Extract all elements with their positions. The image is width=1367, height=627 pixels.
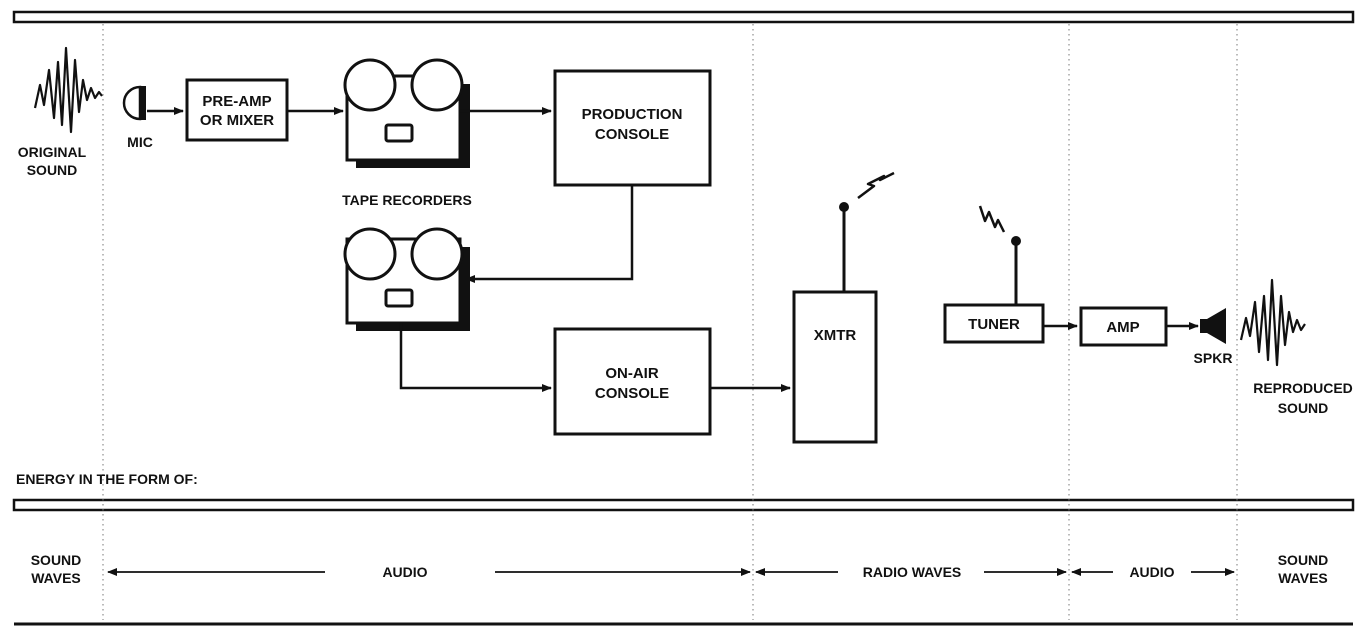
xmtr-radio-emission-icon — [858, 173, 894, 198]
preamp-box — [187, 80, 287, 140]
mic-label: MIC — [127, 134, 153, 150]
sound-waves-left-label-line2: WAVES — [31, 570, 81, 586]
reproduced-sound-label-line2: SOUND — [1278, 400, 1329, 416]
spkr-label: SPKR — [1194, 350, 1233, 366]
top-border-bar — [14, 12, 1353, 22]
preamp-label-line1: PRE-AMP — [202, 93, 271, 110]
onair-console-label-line2: CONSOLE — [595, 385, 669, 402]
original-sound-waveform-icon — [35, 48, 102, 132]
sound-waves-left-label-line1: SOUND — [31, 552, 82, 568]
tape-recorders-label: TAPE RECORDERS — [342, 192, 472, 208]
xmtr-box — [794, 292, 876, 442]
production-console-label-line1: PRODUCTION — [582, 106, 683, 123]
original-sound-label-line2: SOUND — [27, 162, 78, 178]
tape-recorder-top-icon — [345, 60, 470, 168]
energy-heading: ENERGY IN THE FORM OF: — [16, 471, 198, 487]
radio-waves-label: RADIO WAVES — [863, 564, 962, 580]
audio-left-label: AUDIO — [382, 564, 427, 580]
amp-label: AMP — [1106, 319, 1139, 336]
middle-border-bar — [14, 500, 1353, 510]
reproduced-sound-label-line1: REPRODUCED — [1253, 380, 1353, 396]
tape-recorder-bottom-icon — [345, 229, 470, 331]
sound-waves-right-label-line2: WAVES — [1278, 570, 1328, 586]
sound-waves-right-label-line1: SOUND — [1278, 552, 1329, 568]
onair-console-label-line1: ON-AIR — [605, 365, 658, 382]
speaker-icon — [1200, 308, 1226, 344]
reproduced-sound-waveform-icon — [1241, 280, 1305, 365]
tuner-radio-emission-icon — [980, 206, 1004, 232]
preamp-label-line2: OR MIXER — [200, 112, 274, 129]
audio-right-label: AUDIO — [1129, 564, 1174, 580]
original-sound-label-line1: ORIGINAL — [18, 144, 87, 160]
microphone-icon — [124, 86, 146, 120]
tuner-label: TUNER — [968, 316, 1020, 333]
production-console-label-line2: CONSOLE — [595, 126, 669, 143]
xmtr-label: XMTR — [814, 327, 857, 344]
